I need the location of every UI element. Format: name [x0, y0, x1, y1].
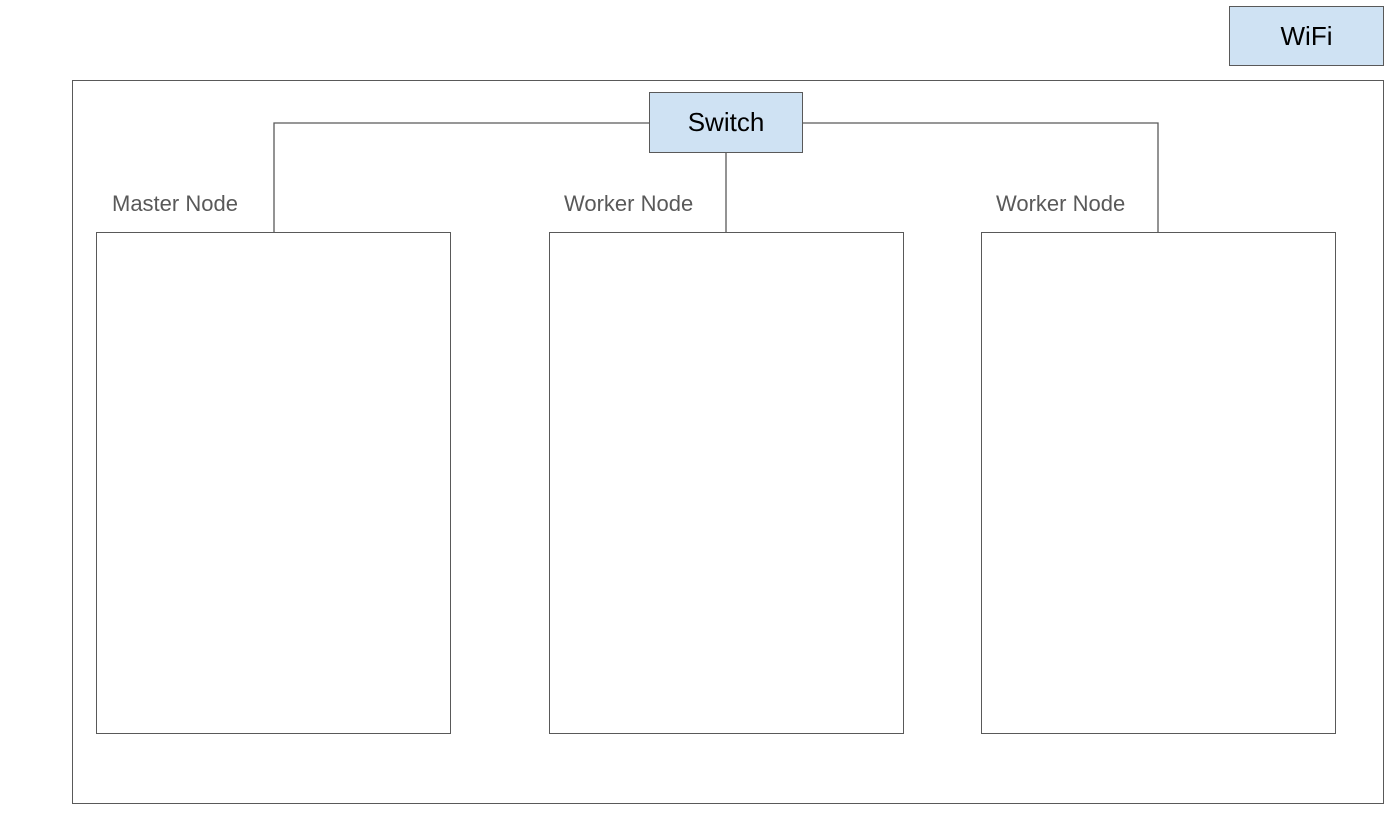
wifi-label: WiFi	[1280, 20, 1333, 51]
master-node-box	[96, 232, 451, 734]
worker-node-label-1: Worker Node	[564, 191, 694, 216]
worker-node-box-1	[549, 232, 904, 734]
switch-device: Switch	[649, 92, 803, 153]
switch-label: Switch	[687, 107, 765, 137]
worker-node-box-2	[981, 232, 1336, 734]
master-node-label: Master Node	[112, 191, 238, 216]
wifi-device: WiFi	[1229, 6, 1384, 66]
worker-node-label-2: Worker Node	[996, 191, 1126, 216]
